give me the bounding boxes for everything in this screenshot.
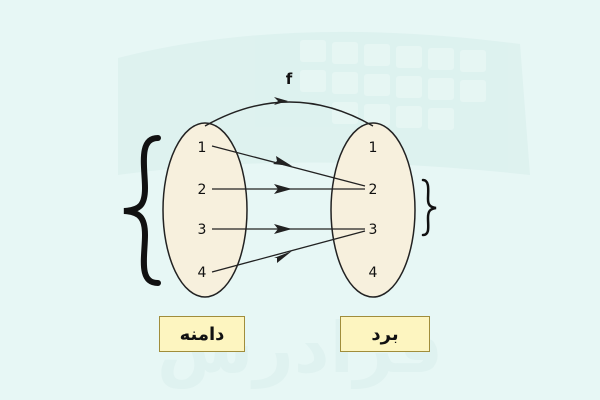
domain-brace (123, 135, 161, 286)
codomain-element-1: 1 (369, 140, 378, 156)
arrow-1-to-2 (211, 145, 366, 187)
codomain-element-4: 4 (369, 265, 378, 281)
function-arc-arrowhead (274, 97, 288, 105)
codomain-ellipse (330, 122, 416, 298)
arrow-2-to-2-head (274, 184, 292, 194)
arrow-4-to-3 (211, 230, 366, 273)
arrow-4-to-3-head (274, 251, 292, 263)
range-brace (421, 178, 437, 237)
domain-element-1: 1 (198, 140, 207, 156)
range-label: برد (340, 316, 430, 352)
function-label: f (286, 70, 293, 88)
arrow-3-to-3-head (274, 224, 292, 234)
domain-ellipse (162, 122, 248, 298)
arrow-1-to-2-head (273, 156, 292, 166)
codomain-element-2: 2 (369, 182, 378, 198)
domain-label: دامنه (159, 316, 245, 352)
function-arc (204, 101, 374, 127)
codomain-element-3: 3 (369, 222, 378, 238)
domain-element-2: 2 (198, 182, 207, 198)
domain-element-4: 4 (198, 265, 207, 281)
domain-element-3: 3 (198, 222, 207, 238)
